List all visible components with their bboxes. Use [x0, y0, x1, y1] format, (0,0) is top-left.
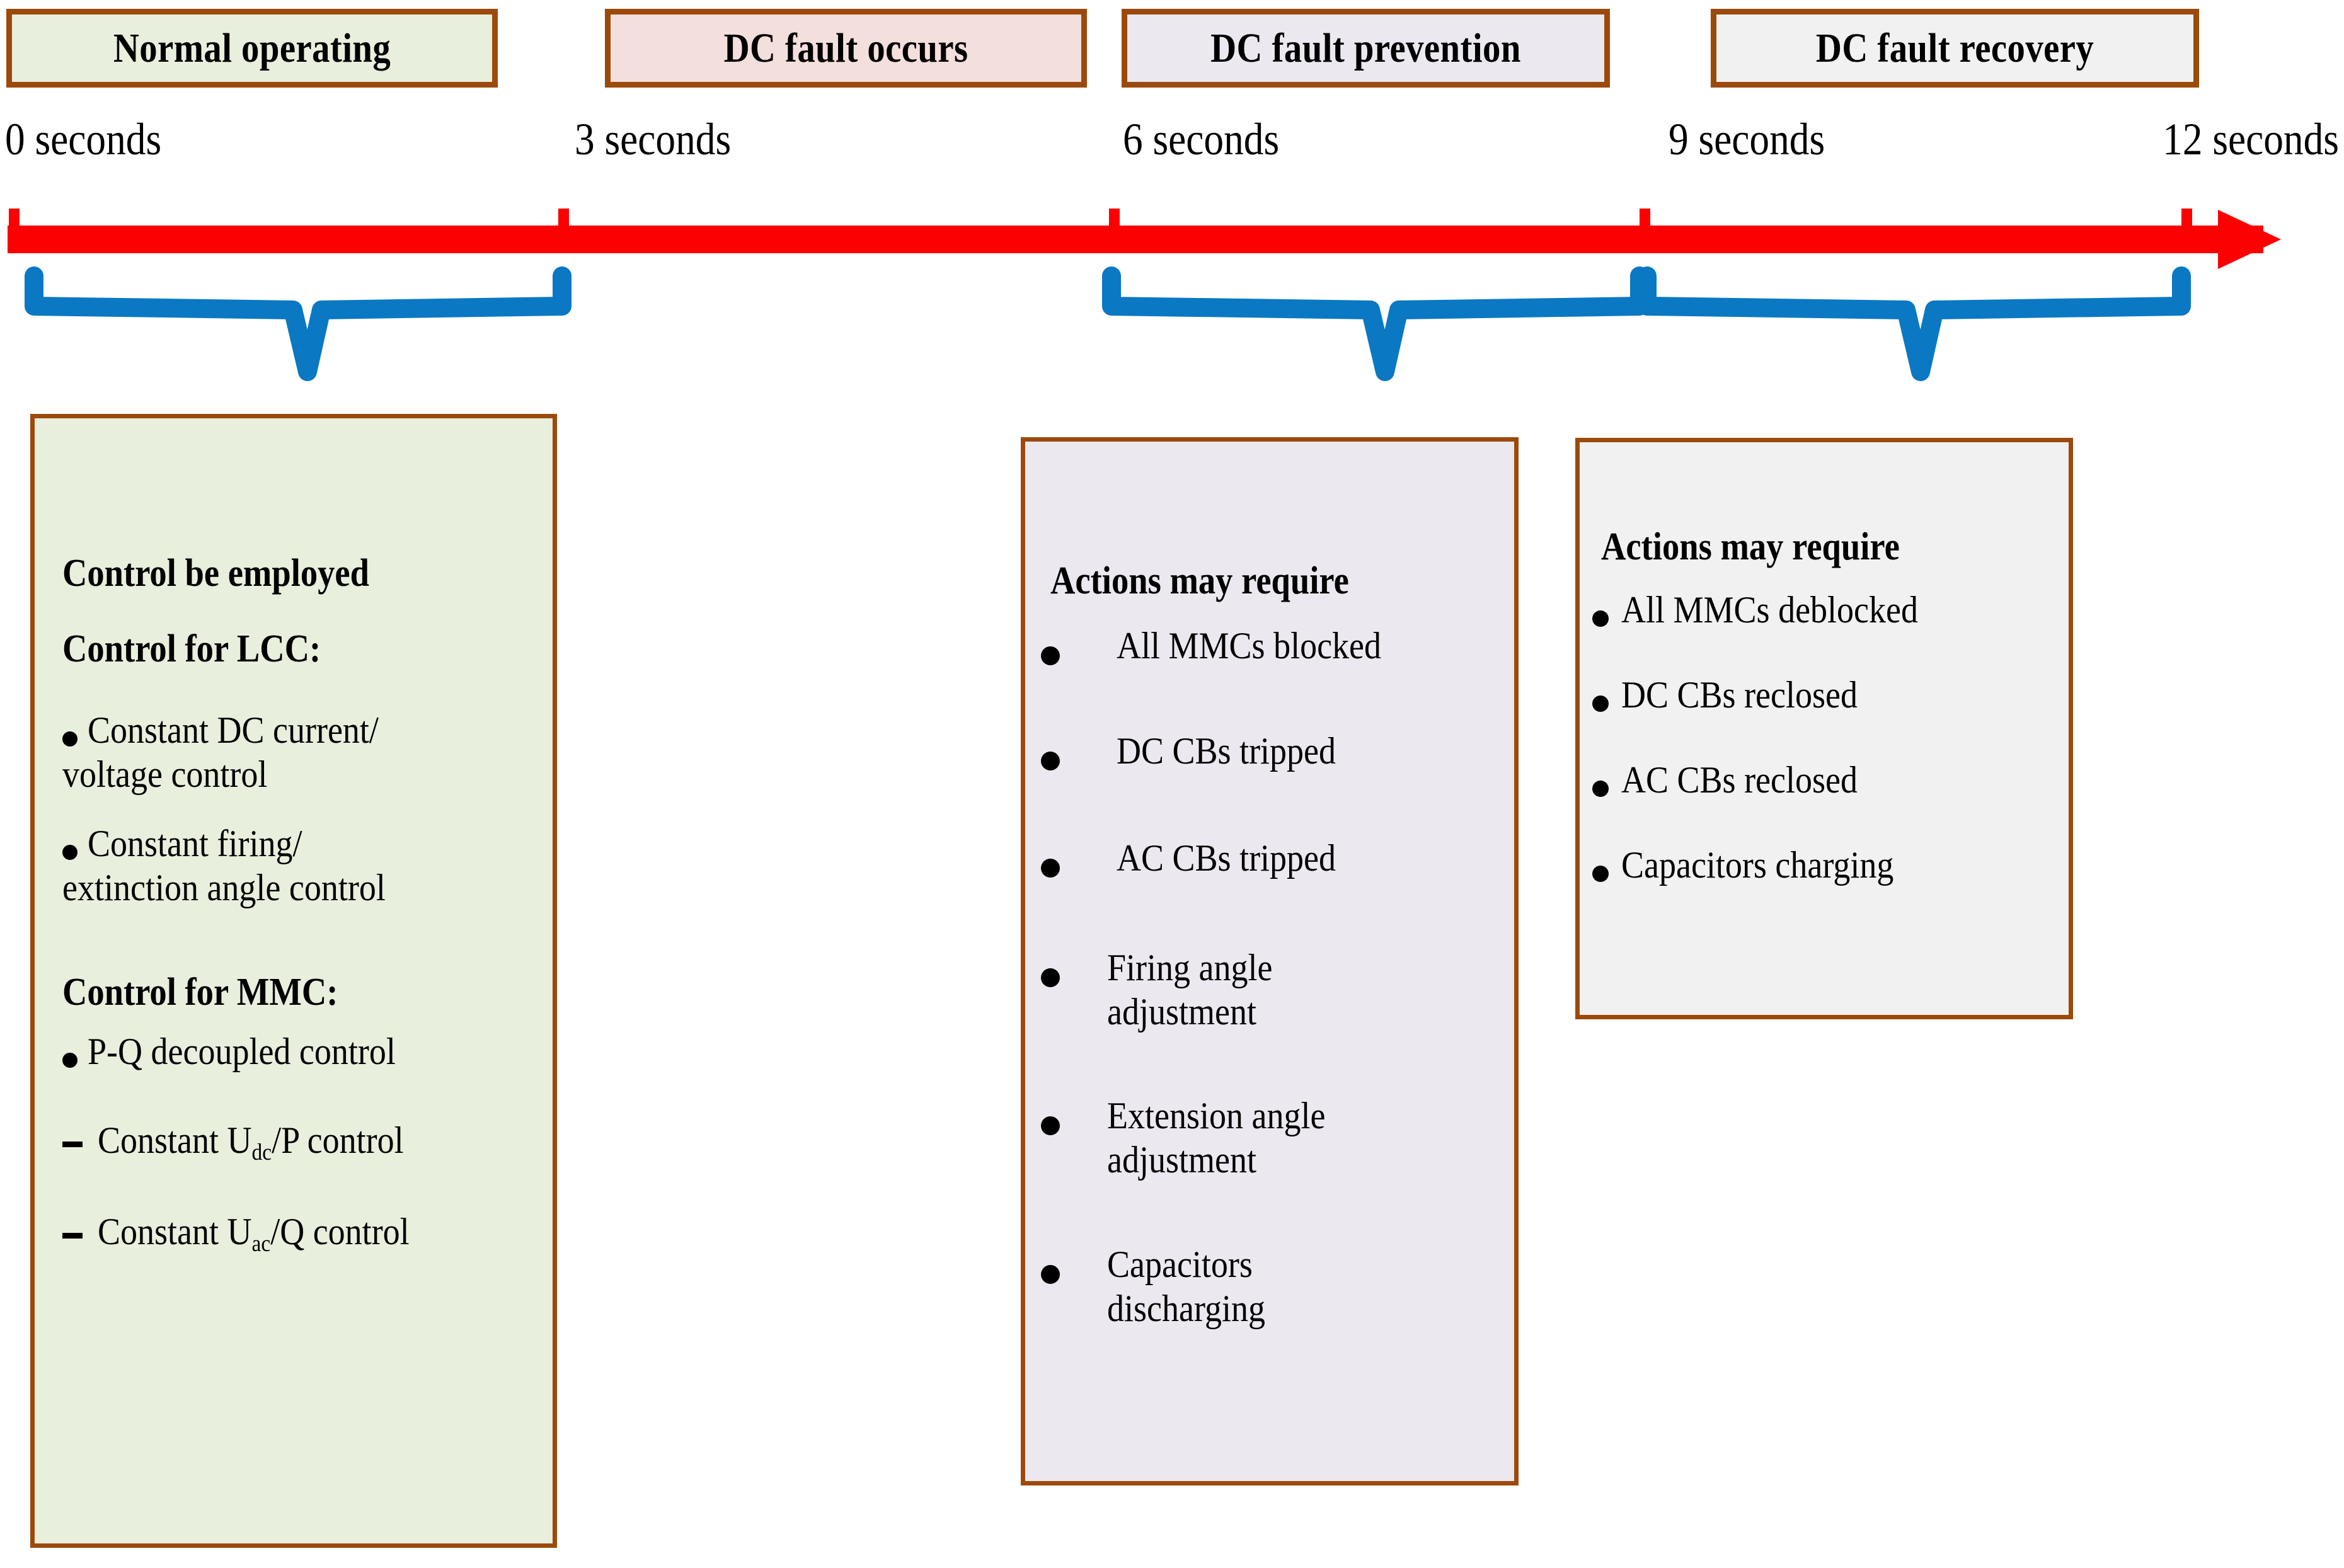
prevention-item-line1: Extension angle	[1107, 1095, 1326, 1136]
brace-dc-fault-prevention	[1102, 266, 1649, 381]
panel-subheading-control-for-mmc: Control for MMC:	[62, 971, 338, 1014]
brace-dc-fault-recovery	[1638, 266, 2191, 381]
phase-box-normal-operating: Normal operating	[6, 9, 498, 88]
phase-label-normal-operating: Normal operating	[113, 25, 391, 71]
panel-subheading-control-for-lcc: Control for LCC:	[62, 627, 321, 670]
panel-normal-operating: Control be employed Control for LCC: Con…	[30, 414, 557, 1548]
bullet-icon	[1041, 646, 1060, 665]
prevention-item-line1: All MMCs blocked	[1117, 625, 1382, 667]
lcc-item-line1: Constant DC current/	[88, 709, 379, 751]
panel-heading-actions-may-require: Actions may require	[1601, 525, 1900, 568]
phase-label-dc-fault-occurs: DC fault occurs	[723, 25, 968, 71]
bullet-icon	[62, 731, 78, 747]
lcc-item-line2: extinction angle control	[62, 867, 386, 908]
mmc-item-text-pre: Constant U	[98, 1211, 252, 1252]
mmc-item-subscript: dc	[251, 1140, 272, 1166]
bullet-icon	[1041, 752, 1060, 770]
prevention-item-line1: DC CBs tripped	[1117, 730, 1336, 772]
prevention-item-line1: Firing angle	[1107, 947, 1273, 988]
bullet-icon	[1041, 1265, 1060, 1284]
tick-label-6-seconds: 6 seconds	[1123, 114, 1280, 164]
phase-label-dc-fault-recovery: DC fault recovery	[1815, 25, 2094, 71]
brace-normal-operating	[25, 266, 572, 381]
mmc-item-text-pre: Constant U	[98, 1119, 252, 1161]
timeline-arrow-head	[2218, 210, 2281, 269]
timeline-axis-line	[8, 226, 2263, 253]
phase-label-dc-fault-prevention: DC fault prevention	[1210, 25, 1521, 71]
tick-label-3-seconds: 3 seconds	[575, 114, 732, 164]
bullet-icon	[1041, 1116, 1060, 1135]
panel-dc-fault-recovery: Actions may require All MMCs deblocked D…	[1575, 438, 2073, 1019]
recovery-item-line1: All MMCs deblocked	[1621, 589, 1918, 631]
prevention-item-line2: adjustment	[1107, 991, 1256, 1033]
prevention-item-line2: discharging	[1107, 1288, 1265, 1329]
lcc-item-line1: Constant firing/	[88, 823, 302, 864]
timeline-tick-0	[9, 209, 20, 253]
phase-box-dc-fault-recovery: DC fault recovery	[1711, 9, 2199, 88]
bullet-icon	[1592, 695, 1609, 712]
dash-icon	[62, 1142, 83, 1147]
timeline-tick-6	[1109, 209, 1120, 253]
lcc-item-line2: voltage control	[62, 753, 268, 795]
mmc-item-text-post: /P control	[272, 1119, 404, 1161]
bullet-icon	[1041, 968, 1060, 987]
timeline-tick-12	[2181, 209, 2192, 253]
recovery-item-line1: Capacitors charging	[1621, 844, 1894, 886]
panel-heading-control-be-employed: Control be employed	[62, 552, 369, 595]
bullet-icon	[1592, 781, 1609, 797]
tick-label-9-seconds: 9 seconds	[1669, 114, 1825, 164]
prevention-item-line2: adjustment	[1107, 1139, 1256, 1181]
mmc-item-text: Constant Uac/Q control	[98, 1211, 410, 1257]
bullet-icon	[62, 845, 78, 860]
tick-label-12-seconds: 12 seconds	[2163, 114, 2339, 164]
prevention-item-line1: AC CBs tripped	[1117, 837, 1336, 879]
mmc-item-text-post: /Q control	[270, 1211, 410, 1252]
mmc-item-subscript: ac	[251, 1231, 271, 1257]
phase-box-dc-fault-prevention: DC fault prevention	[1122, 9, 1610, 88]
mmc-item-text: P-Q decoupled control	[88, 1031, 396, 1072]
tick-label-0-seconds: 0 seconds	[5, 114, 162, 164]
phase-box-dc-fault-occurs: DC fault occurs	[605, 9, 1087, 88]
timeline-tick-3	[558, 209, 569, 253]
prevention-item-line1: Capacitors	[1107, 1244, 1253, 1285]
recovery-item-line1: DC CBs reclosed	[1621, 674, 1858, 716]
dash-icon	[62, 1233, 83, 1239]
mmc-item-text: Constant Udc/P control	[98, 1120, 404, 1165]
panel-dc-fault-prevention: Actions may require All MMCs blocked DC …	[1021, 437, 1519, 1485]
recovery-item-line1: AC CBs reclosed	[1621, 759, 1858, 801]
bullet-icon	[62, 1053, 78, 1068]
bullet-icon	[1592, 866, 1609, 882]
bullet-icon	[1041, 859, 1060, 878]
timeline-tick-9	[1640, 209, 1650, 253]
panel-heading-actions-may-require: Actions may require	[1050, 559, 1349, 602]
bullet-icon	[1592, 610, 1609, 627]
